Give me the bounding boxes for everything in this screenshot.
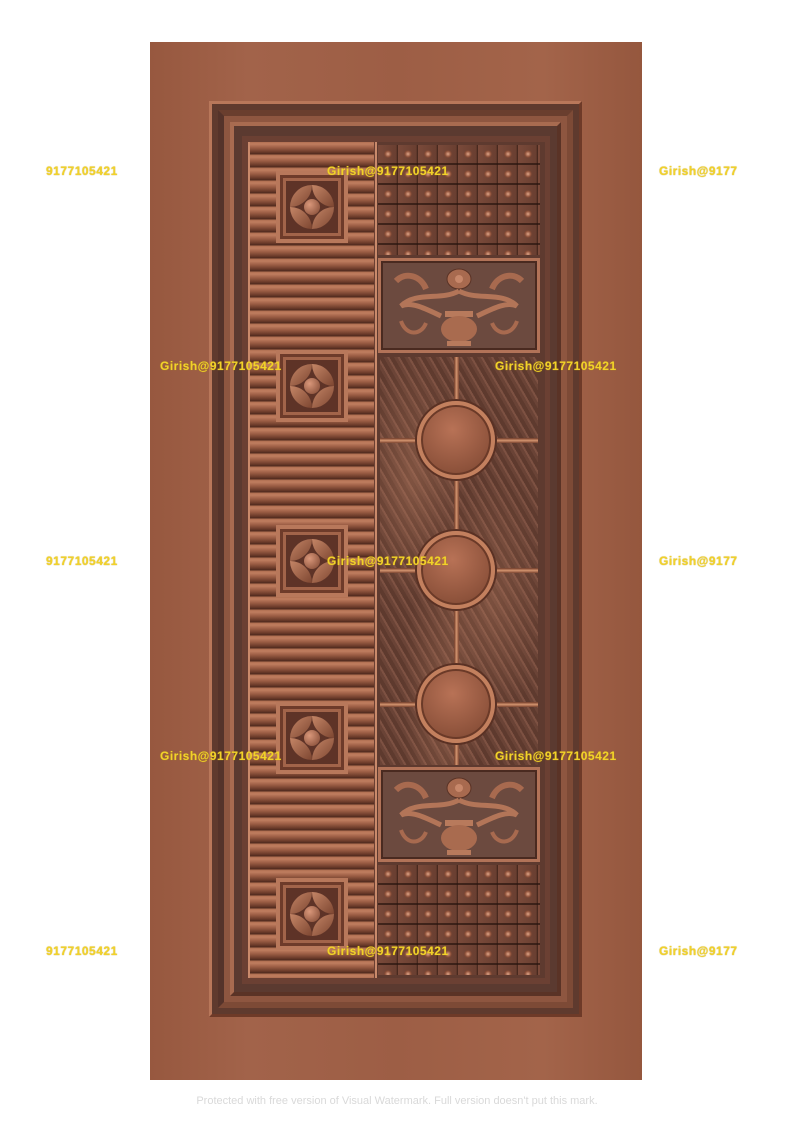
watermark-text: 9177105421 [46, 944, 118, 958]
watermark-text: Girish@9177105421 [327, 554, 449, 568]
circle-medallion [417, 531, 495, 609]
flower-tile [276, 350, 348, 422]
watermark-text: Girish@9177 [659, 164, 738, 178]
watermark-text: Girish@9177105421 [327, 164, 449, 178]
vase-relief-bottom [378, 767, 540, 862]
vase-icon [393, 777, 525, 855]
watermark-text: Girish@9177105421 [495, 749, 617, 763]
footer-watermark-notice: Protected with free version of Visual Wa… [196, 1095, 598, 1107]
watermark-text: Girish@9177105421 [160, 749, 282, 763]
flower-tile [276, 702, 348, 774]
vase-relief-top [378, 258, 540, 353]
watermark-text: 9177105421 [46, 164, 118, 178]
stud-grid-top [378, 145, 540, 255]
stud-grid-bottom [378, 865, 540, 975]
flower-tile [276, 878, 348, 950]
watermark-text: Girish@9177 [659, 944, 738, 958]
watermark-text: Girish@9177105421 [495, 359, 617, 373]
vase-icon [393, 268, 525, 346]
watermark-text: Girish@9177105421 [327, 944, 449, 958]
watermark-text: 9177105421 [46, 554, 118, 568]
watermark-text: Girish@9177105421 [160, 359, 282, 373]
flower-tile [276, 171, 348, 243]
watermark-text: Girish@9177 [659, 554, 738, 568]
circle-medallion [417, 401, 495, 479]
circle-medallion [417, 665, 495, 743]
flower-tile [276, 525, 348, 597]
